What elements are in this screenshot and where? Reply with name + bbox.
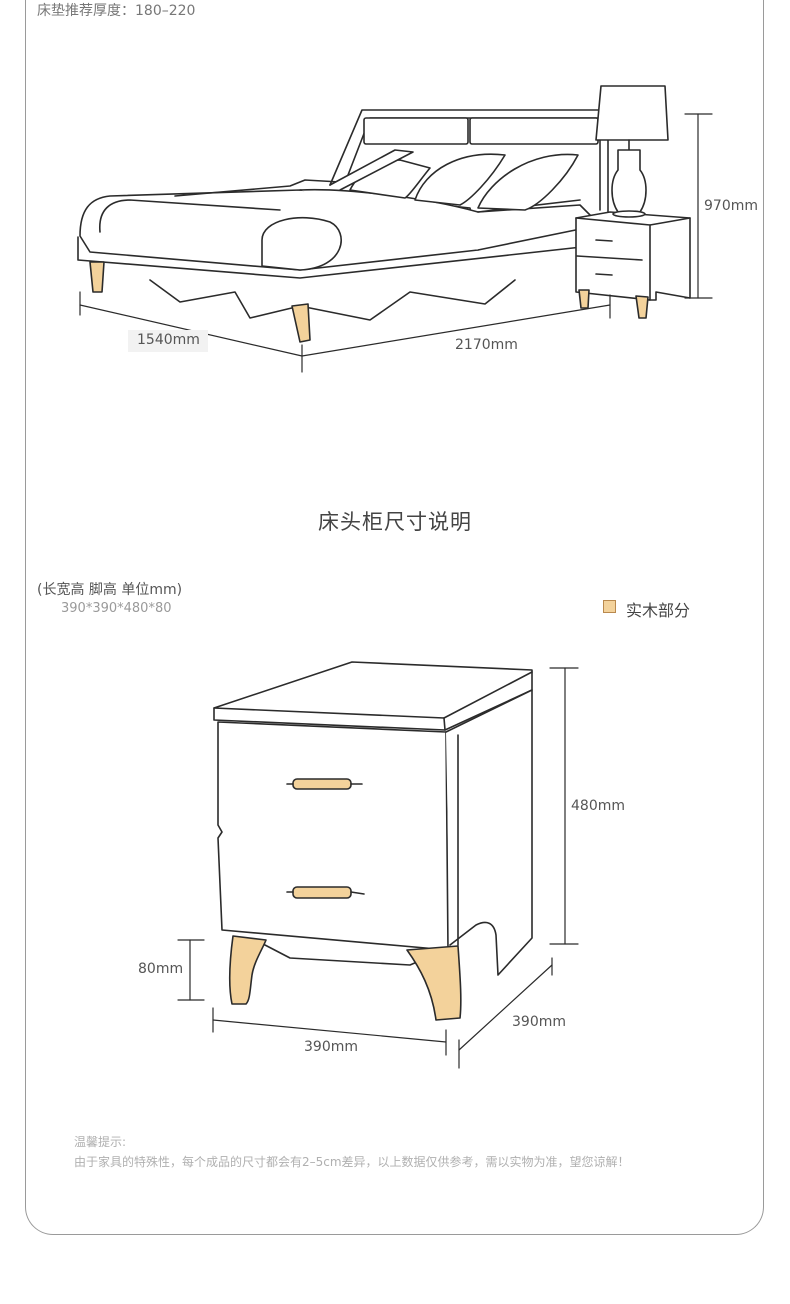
width-label-highlight xyxy=(128,330,208,352)
nightstand-sizes: 390*390*480*80 xyxy=(61,601,172,616)
nightstand-height-label: 480mm xyxy=(571,798,625,814)
section-title: 床头柜尺寸说明 xyxy=(318,510,472,534)
tip-title: 温馨提示: xyxy=(74,1135,127,1149)
nightstand-leg-height-label: 80mm xyxy=(138,961,184,977)
nightstand-illustration xyxy=(177,661,579,1069)
front-left-leg xyxy=(228,935,267,1005)
bottom-drawer-handle xyxy=(292,886,352,899)
bed-height-label: 970mm xyxy=(704,198,758,214)
headboard-panel-left xyxy=(363,117,469,145)
page-frame xyxy=(25,0,764,1235)
solid-wood-legend-label: 实木部分 xyxy=(626,601,691,620)
solid-wood-swatch xyxy=(603,600,616,613)
mattress-thickness-note: 床垫推荐厚度：180–220 xyxy=(37,3,196,19)
bed-length-label: 2170mm xyxy=(455,337,518,353)
tip-text: 由于家具的特殊性，每个成品的尺寸都会有2–5cm差异，以上数据仅供参考，需以实物… xyxy=(74,1155,630,1169)
nightstand-side xyxy=(445,689,533,976)
nightstand-depth-label: 390mm xyxy=(512,1014,566,1030)
lamp-shade xyxy=(595,85,669,141)
top-drawer-handle xyxy=(292,778,352,790)
nightstand-width-label: 390mm xyxy=(304,1039,358,1055)
bed-illustration xyxy=(77,85,713,373)
nightstand-front xyxy=(217,721,449,951)
front-right-leg xyxy=(406,945,462,1021)
bed-width-label: 1540mm xyxy=(137,332,200,348)
units-note: (长宽高 脚高 单位mm) xyxy=(37,582,183,598)
